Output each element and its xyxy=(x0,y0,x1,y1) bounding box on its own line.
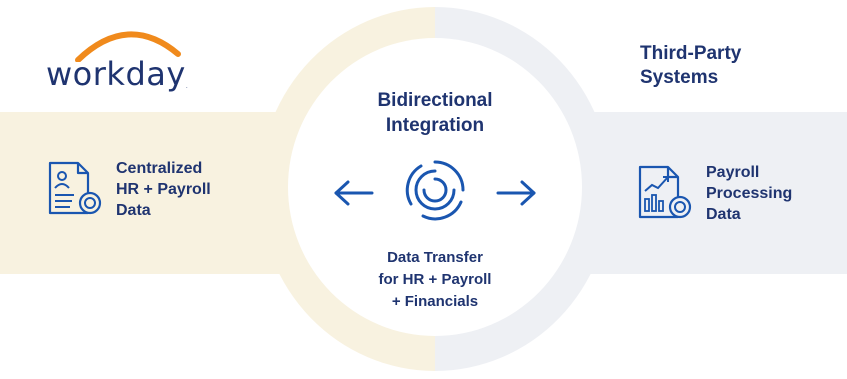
hr-payroll-data-block: Centralized HR + Payroll Data xyxy=(48,158,211,221)
logo-wordmark: workday xyxy=(46,55,186,93)
arrow-right-icon xyxy=(496,180,536,206)
title-line: Bidirectional xyxy=(377,90,493,111)
title-line: Integration xyxy=(385,115,485,136)
bidirectional-integration-title: Bidirectional Integration xyxy=(335,88,535,138)
chart-document-icon xyxy=(638,165,692,218)
third-party-title-line: Third-Party xyxy=(640,43,742,64)
caption-line: Data Transfer xyxy=(387,249,483,266)
logo-arc-icon xyxy=(75,31,181,62)
label-line: Processing xyxy=(706,185,793,202)
sync-circle-icon xyxy=(405,160,465,221)
label-line: HR + Payroll xyxy=(116,181,211,198)
data-transfer-caption: Data Transfer for HR + Payroll + Financi… xyxy=(335,247,535,313)
payroll-processing-block: Payroll Processing Data xyxy=(638,162,792,225)
label-line: Data xyxy=(116,202,151,219)
workday-logo: workday . xyxy=(42,22,202,100)
label-line: Centralized xyxy=(116,160,203,177)
caption-line: + Financials xyxy=(391,293,479,310)
hr-payroll-label: Centralized HR + Payroll Data xyxy=(116,158,211,221)
third-party-title-line: Systems xyxy=(640,67,719,88)
payroll-processing-label: Payroll Processing Data xyxy=(706,162,792,225)
arrow-left-icon xyxy=(334,180,374,206)
caption-line: for HR + Payroll xyxy=(378,271,492,288)
third-party-title: Third-Party Systems xyxy=(640,42,741,90)
logo-trademark: . xyxy=(186,84,188,90)
profile-document-icon xyxy=(48,161,102,214)
label-line: Data xyxy=(706,206,741,223)
center-circle xyxy=(288,38,582,336)
label-line: Payroll xyxy=(706,164,760,181)
